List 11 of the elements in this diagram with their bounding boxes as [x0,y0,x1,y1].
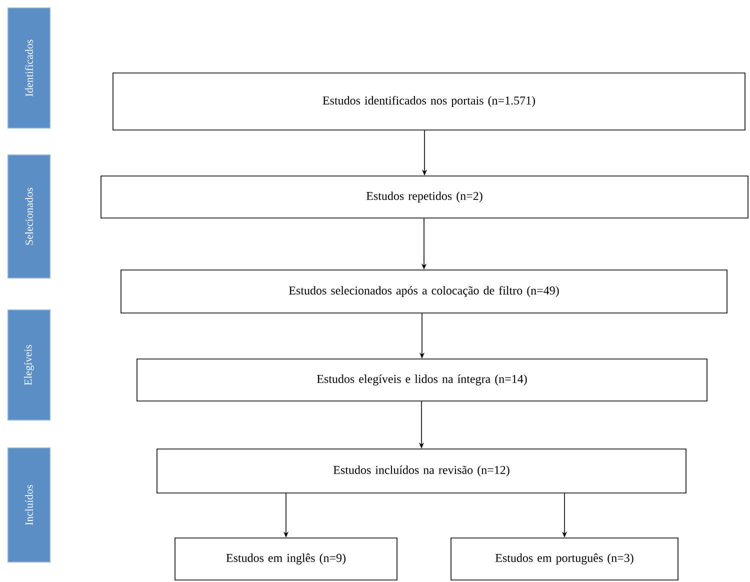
process-box: Estudos identificados nos portais (n=1.571) [112,72,746,130]
process-box: Estudos incluídos na revisão (n=12) [156,448,686,494]
process-box: Estudos elegíveis e lidos na íntegra (n=14) [136,358,708,402]
stage-band: Incluídos [8,448,50,562]
stage-band: Elegíveis [8,310,50,420]
process-box: Estudos em inglês (n=9) [174,538,398,580]
process-box: Estudos selecionados após a colocação de filtro (n=49) [120,270,728,314]
stage-band: Identificados [8,8,50,128]
process-box: Estudos em português (n=3) [450,538,678,580]
stage-band: Selecionados [8,154,50,278]
process-box: Estudos repetidos (n=2) [100,176,748,218]
